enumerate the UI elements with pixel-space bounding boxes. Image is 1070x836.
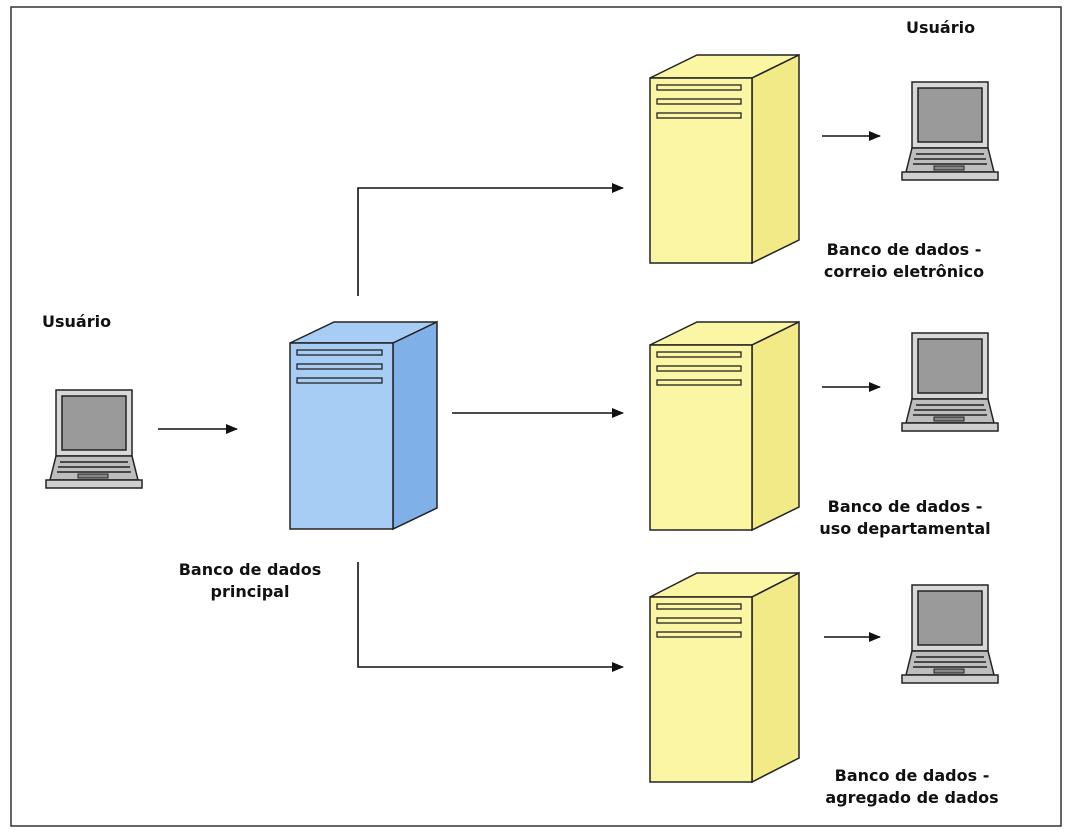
db-dept-label-line1: Banco de dados - xyxy=(827,497,983,516)
laptop-icon xyxy=(901,332,999,432)
db-agg-label: Banco de dados - agregado de dados xyxy=(802,765,1022,809)
arrow-main-to-email xyxy=(357,183,624,296)
main-db-label-line1: Banco de dados xyxy=(178,560,322,579)
db-agg-label-line2: agregado de dados xyxy=(825,788,999,807)
db-email-label: Banco de dados - correio eletrônico xyxy=(804,239,1004,283)
laptop-icon xyxy=(901,81,999,181)
main-db-label-line2: principal xyxy=(210,582,290,601)
laptop-icon xyxy=(901,584,999,684)
db-agg-label-line1: Banco de dados - xyxy=(834,766,990,785)
db-dept-label: Banco de dados - uso departamental xyxy=(805,496,1005,540)
user-label-right: Usuário xyxy=(906,18,976,37)
server-icon xyxy=(649,320,800,532)
user-label-left: Usuário xyxy=(42,312,112,331)
frame xyxy=(10,6,1062,827)
server-icon xyxy=(649,571,800,784)
arrow-main-to-agg xyxy=(357,562,624,672)
db-email-label-line2: correio eletrônico xyxy=(823,262,985,281)
server-icon xyxy=(289,320,438,531)
server-icon xyxy=(649,53,800,265)
db-email-label-line1: Banco de dados - xyxy=(826,240,982,259)
laptop-icon xyxy=(45,389,143,489)
main-db-label: Banco de dados principal xyxy=(150,559,350,603)
db-dept-label-line2: uso departamental xyxy=(819,519,991,538)
